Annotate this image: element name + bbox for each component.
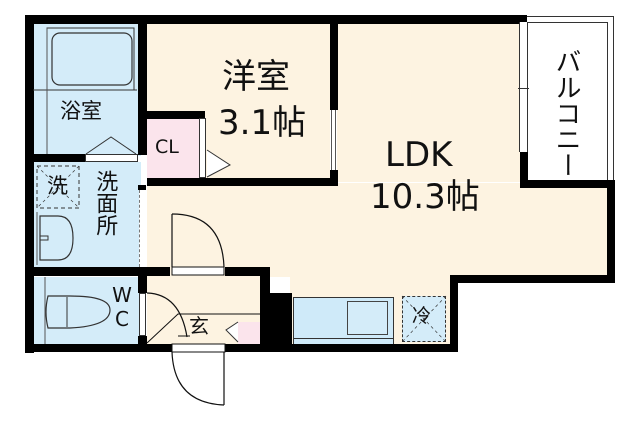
toilet-label: WC <box>110 283 134 331</box>
refrigerator-label: 冷 <box>412 305 432 327</box>
wall-western-right-top <box>330 15 338 110</box>
wall-left <box>25 15 34 353</box>
wall-ldk-right <box>607 180 615 283</box>
shoe-closet-swing-icon <box>225 321 239 343</box>
shoe-closet <box>238 322 260 344</box>
balcony-window <box>519 22 528 152</box>
wall-toilet-right <box>138 275 147 293</box>
wall-western-right-bottom <box>330 170 338 186</box>
bath-door-swing-icon <box>85 136 137 155</box>
entrance-label: 玄 <box>189 314 209 338</box>
washer-space-icon <box>36 165 80 209</box>
toilet-icon <box>45 295 111 329</box>
washer-label: 洗 <box>47 174 68 198</box>
wall-bottom-entrance <box>225 344 270 352</box>
washroom-label: 洗面所 <box>92 170 118 236</box>
wall-western-bottom <box>147 178 337 186</box>
wall-washroom-right <box>138 185 146 190</box>
balcony-area <box>520 16 614 182</box>
western-room-size: 3.1帖 <box>218 103 307 143</box>
balcony-inner-line <box>527 22 608 180</box>
kitchen-sink <box>347 301 388 335</box>
wall-bottom-kitchen <box>268 344 458 352</box>
wall-bath-bottom <box>25 154 85 162</box>
wall-top-left <box>25 15 527 24</box>
bath-door <box>85 154 138 162</box>
wall-entrance-top <box>225 267 270 276</box>
bathroom-label: 浴室 <box>60 99 102 123</box>
wall-ldk-bottom-step <box>450 275 615 283</box>
wall-pillar <box>268 293 292 352</box>
wall-entrance-right <box>260 267 270 352</box>
western-room-sliding-door <box>331 110 336 170</box>
toilet-door-swing-icon <box>146 292 188 338</box>
wall-closet-top <box>147 111 205 119</box>
closet-floor <box>147 118 199 178</box>
wall-balcony-bottom <box>520 180 615 188</box>
washbasin-icon <box>39 215 74 261</box>
ldk-label: LDK <box>385 135 453 175</box>
wall-washroom-bottom <box>25 267 170 276</box>
bathtub-icon <box>51 32 133 86</box>
toilet-door <box>139 293 146 336</box>
closet-door-swing-icon <box>206 149 231 178</box>
front-door-swing-icon <box>171 351 225 406</box>
wall-bottom-left <box>25 344 173 352</box>
wall-bath-right <box>138 15 147 155</box>
closet-label: CL <box>155 136 179 158</box>
closet-door <box>199 118 206 178</box>
ldk-floor <box>337 22 522 182</box>
entrance-step-line <box>146 313 260 344</box>
wall-ldk-right-upper <box>520 150 528 185</box>
balcony-label: バルコニー <box>551 48 581 178</box>
ldk-size: 10.3帖 <box>370 177 480 217</box>
wall-fridge-right <box>450 275 458 352</box>
kitchen-counter-line <box>293 338 394 339</box>
western-room-label: 洋室 <box>222 57 290 97</box>
ldk-door-swing-icon <box>171 213 225 268</box>
washroom-sliding-door <box>139 190 145 267</box>
window-mullion <box>518 88 529 89</box>
